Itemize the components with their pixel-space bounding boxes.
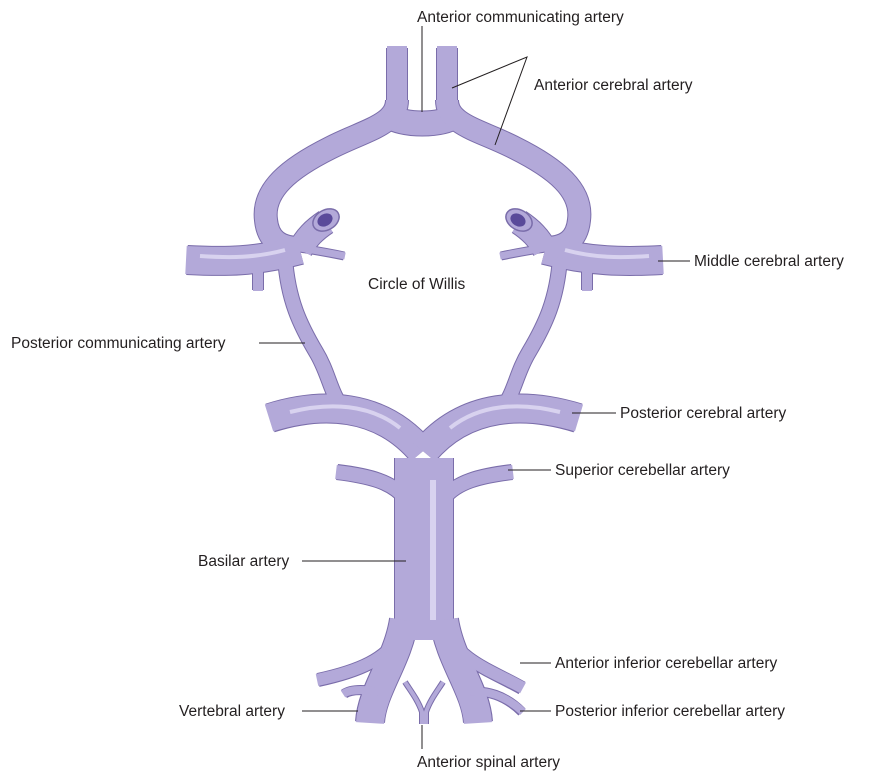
label-basilar-artery: Basilar artery (198, 553, 290, 570)
label-anterior-cerebral-artery: Anterior cerebral artery (534, 77, 693, 94)
label-posterior-communicating-artery: Posterior communicating artery (11, 335, 226, 352)
label-anterior-communicating-artery: Anterior communicating artery (417, 9, 624, 26)
label-vertebral-artery: Vertebral artery (179, 703, 285, 720)
label-superior-cerebellar-artery: Superior cerebellar artery (555, 462, 730, 479)
label-anterior-inferior-cerebellar-artery: Anterior inferior cerebellar artery (555, 655, 778, 672)
label-posterior-cerebral-artery: Posterior cerebral artery (620, 405, 787, 422)
label-anterior-spinal-artery: Anterior spinal artery (417, 754, 560, 771)
label-middle-cerebral-artery: Middle cerebral artery (694, 253, 844, 270)
label-posterior-inferior-cerebellar-artery: Posterior inferior cerebellar artery (555, 703, 785, 720)
label-circle-of-willis: Circle of Willis (368, 276, 466, 293)
vessel-fill-layer (186, 46, 663, 723)
